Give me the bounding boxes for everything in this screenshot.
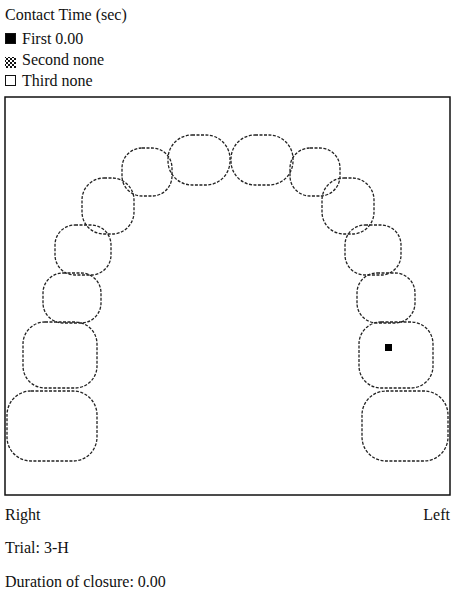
legend-text: First 0.00 <box>22 30 83 48</box>
legend-swatch <box>5 54 16 65</box>
side-label: Left <box>423 506 450 524</box>
legend-text: Second none <box>22 51 104 69</box>
duration-label: Duration of closure: 0.00 <box>5 573 166 591</box>
contact-point <box>385 344 392 351</box>
legend-swatch <box>5 75 16 86</box>
legend-swatch <box>5 33 16 44</box>
side-label: Right <box>5 506 41 524</box>
tooth-outlines <box>7 135 448 461</box>
legend-text: Third none <box>22 72 93 90</box>
legend-heading: Contact Time (sec) <box>5 6 127 24</box>
chart-frame <box>5 97 450 495</box>
trial-label: Trial: 3-H <box>5 539 69 557</box>
